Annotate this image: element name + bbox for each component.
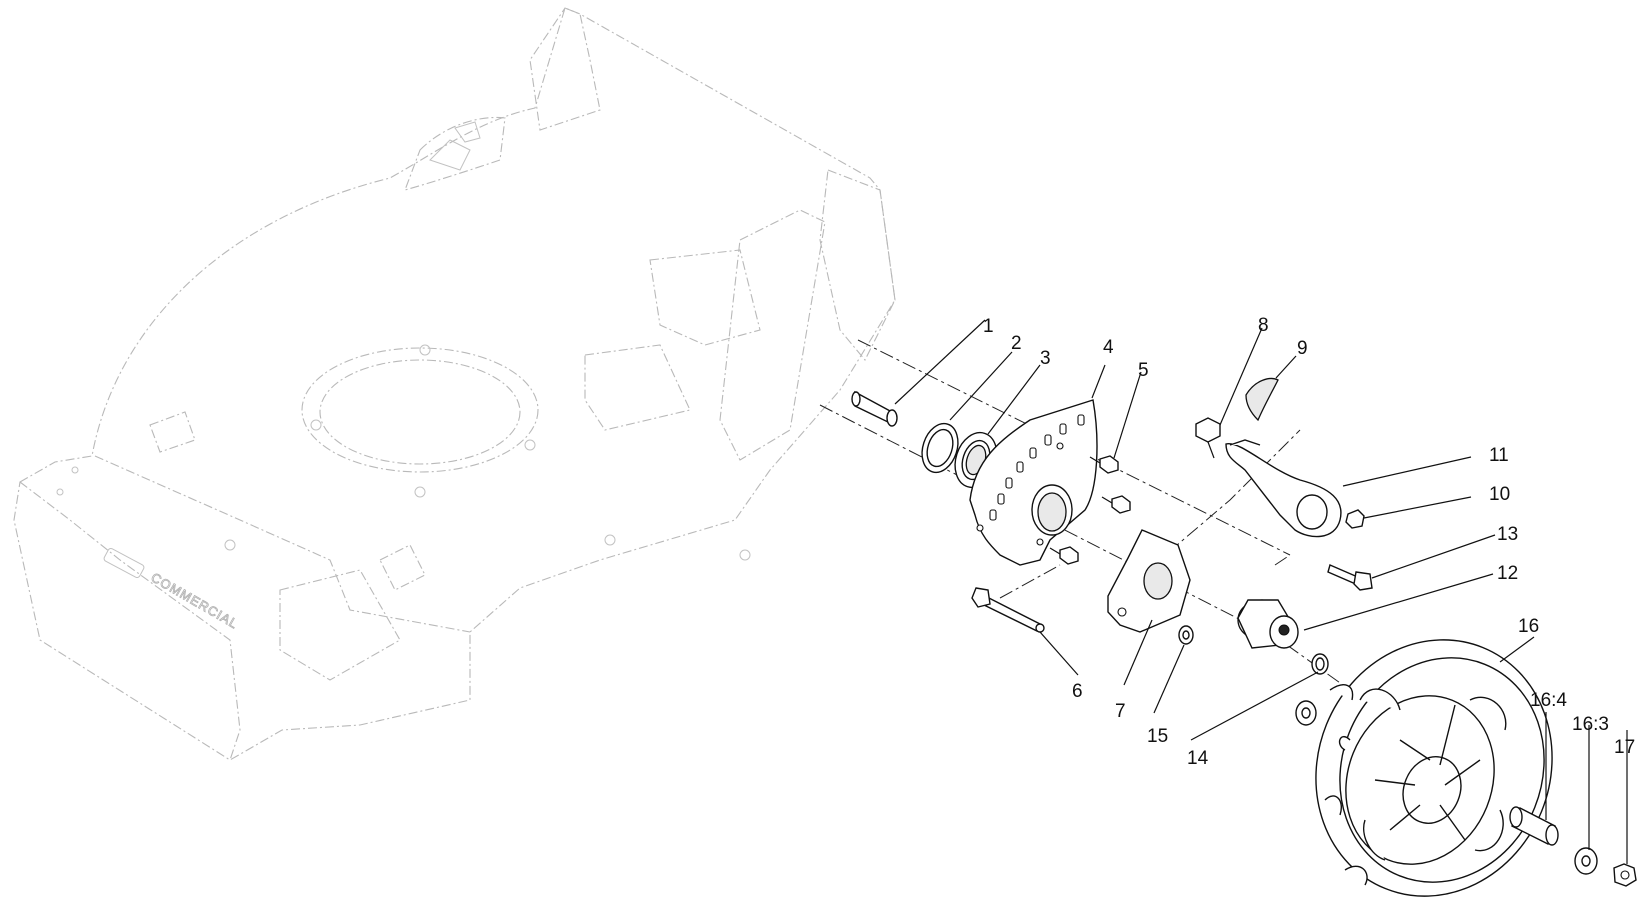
callout-7: 7 [1115, 701, 1126, 722]
part-12-pivot [1237, 599, 1299, 649]
callout-12: 12 [1497, 563, 1518, 584]
part-9-grip [1245, 377, 1279, 422]
callout-16-3: 16:3 [1572, 714, 1609, 735]
part-13-bolt [1327, 564, 1373, 591]
callout-17: 17 [1614, 737, 1635, 758]
part-17-nut [1613, 863, 1637, 887]
axle-spacer [1295, 700, 1317, 726]
part-16-3-washer [1574, 847, 1598, 875]
part-4-adjuster-plate [969, 399, 1098, 566]
callout-4: 4 [1103, 337, 1114, 358]
callout-6: 6 [1072, 681, 1083, 702]
callout-13: 13 [1497, 524, 1518, 545]
callout-labels: 1 2 3 4 5 6 7 8 9 10 11 12 13 14 15 16 1… [983, 315, 1635, 769]
part-6-bolt [971, 587, 1045, 633]
callout-1: 1 [983, 316, 994, 337]
part-14-washer [1311, 653, 1329, 675]
part-16-wheel [1315, 639, 1553, 897]
callout-16: 16 [1518, 616, 1539, 637]
callout-9: 9 [1297, 338, 1308, 359]
part-5-bolts [1049, 455, 1131, 565]
part-16-4-bushing [1509, 806, 1559, 846]
part-15-washer [1178, 625, 1194, 645]
part-2-ring [921, 422, 959, 474]
leader-lines [894, 319, 1628, 864]
part-11-lever [1225, 439, 1342, 538]
callout-16-4: 16:4 [1530, 690, 1567, 711]
callout-11: 11 [1489, 445, 1509, 466]
part-8-nut [1195, 417, 1221, 459]
callout-2: 2 [1011, 333, 1022, 354]
callout-14: 14 [1187, 748, 1209, 769]
callout-3: 3 [1040, 348, 1051, 369]
part-10-bolt [1345, 509, 1365, 529]
callout-10: 10 [1489, 484, 1510, 505]
brand-wordmark: COMMERCIAL [149, 570, 241, 632]
mower-deck-outline: COMMERCIAL [13, 7, 896, 761]
callout-5: 5 [1138, 360, 1149, 381]
part-1-sleeve [851, 390, 898, 427]
callout-15: 15 [1147, 726, 1168, 747]
part-7-bracket [1107, 529, 1191, 633]
callout-8: 8 [1258, 315, 1269, 336]
